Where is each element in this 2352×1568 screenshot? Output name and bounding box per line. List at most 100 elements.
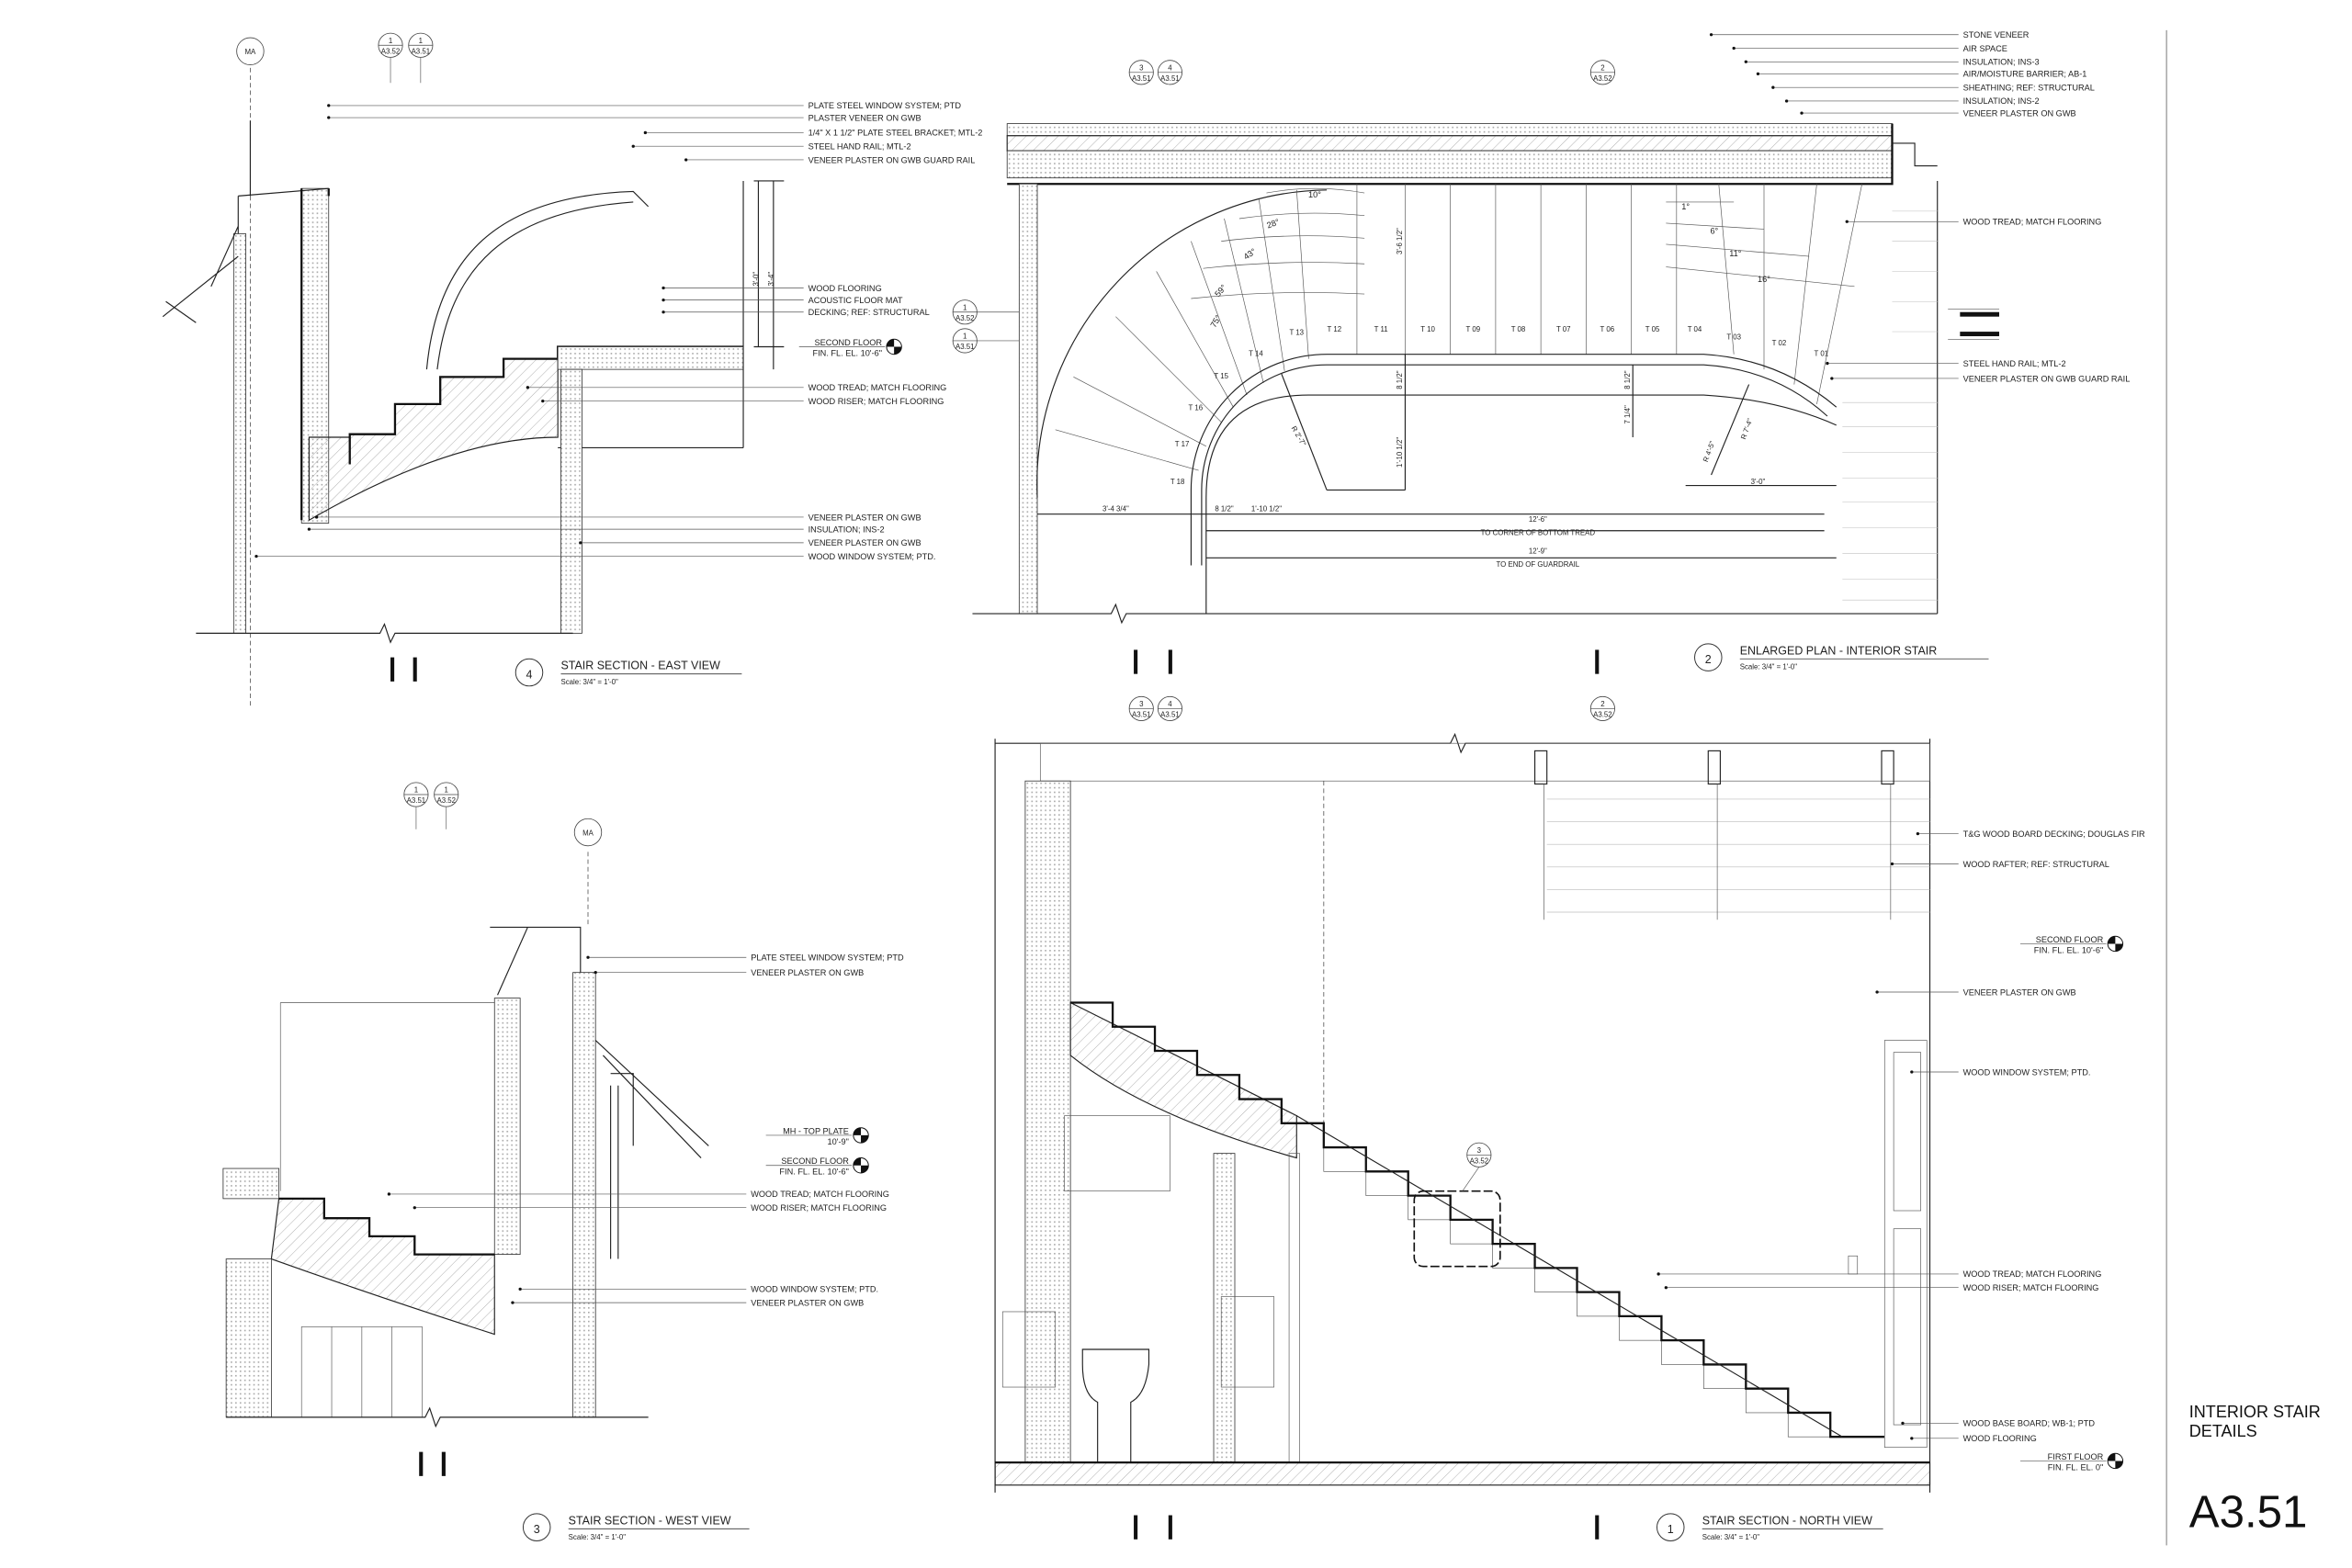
- detail-title-text: STAIR SECTION - EAST VIEW: [560, 660, 720, 672]
- ref-number: 3: [1139, 63, 1144, 72]
- dimension: 12'-9": [1529, 547, 1547, 555]
- ref-number: 4: [1168, 700, 1172, 708]
- section-reference-tag[interactable]: 1A3.51: [952, 328, 978, 354]
- ref-number: 1: [445, 786, 448, 795]
- ref-number: 3: [1139, 700, 1144, 708]
- ref-sheet: A3.51: [1160, 710, 1180, 718]
- dimension: 3'-0": [1751, 478, 1766, 486]
- section-reference-tag[interactable]: 1A3.52: [378, 32, 403, 58]
- callout-note: WOOD RISER; MATCH FLOORING: [808, 397, 944, 406]
- detail-3-west-view: [222, 852, 709, 1476]
- ref-number: 2: [1600, 700, 1604, 708]
- section-reference-tag[interactable]: 4A3.51: [1157, 695, 1182, 721]
- section-reference-tag[interactable]: 3A3.51: [1128, 60, 1154, 85]
- callout-note: INSULATION; INS-2: [808, 525, 885, 534]
- angle-dimension: 28°: [1265, 217, 1281, 230]
- tread-label: T 02: [1772, 339, 1787, 347]
- ref-sheet: A3.51: [956, 343, 975, 351]
- ref-sheet: A3.51: [1132, 74, 1151, 83]
- detail-scale: Scale: 3/4" = 1'-0": [1740, 663, 1798, 671]
- callout-note: VENEER PLASTER ON GWB: [808, 513, 922, 522]
- elevation-name: FIRST FLOOR: [2048, 1452, 2104, 1461]
- section-reference-tag[interactable]: 1A3.52: [434, 782, 459, 807]
- tread-label: T 15: [1214, 372, 1228, 380]
- elevation-value: FIN. FL. EL. 10'-6": [779, 1168, 848, 1177]
- dimension: R 7'-4": [1739, 417, 1755, 440]
- detail-scale: Scale: 3/4" = 1'-0": [560, 678, 618, 686]
- detail-title-text: STAIR SECTION - NORTH VIEW: [1702, 1514, 1872, 1527]
- callout-note: T&G WOOD BOARD DECKING; DOUGLAS FIR: [1963, 829, 2145, 839]
- dimension: TO CORNER OF BOTTOM TREAD: [1481, 529, 1596, 537]
- section-reference-tag[interactable]: 3A3.51: [1128, 695, 1154, 721]
- dimension: R 2'-7": [1290, 424, 1308, 447]
- callout-note: WOOD BASE BOARD; WB-1; PTD: [1963, 1419, 2096, 1428]
- section-reference-tag[interactable]: 2A3.52: [1589, 60, 1615, 85]
- dimension: 12'-6": [1529, 515, 1547, 524]
- ref-number: 1: [963, 303, 967, 311]
- detail-title-text: STAIR SECTION - WEST VIEW: [569, 1514, 731, 1527]
- elevation-value: FIN. FL. EL. 0": [2048, 1462, 2103, 1472]
- detail-scale: Scale: 3/4" = 1'-0": [1702, 1533, 1760, 1541]
- tread-label: T 01: [1815, 349, 1829, 357]
- ref-number: 2: [1600, 63, 1604, 72]
- callout-note: VENEER PLASTER ON GWB: [808, 538, 922, 547]
- callout-note: STEEL HAND RAIL; MTL-2: [808, 141, 911, 151]
- callout-note: SHEATHING; REF: STRUCTURAL: [1963, 83, 2095, 92]
- ref-sheet: A3.51: [407, 796, 426, 805]
- callout-note: PLATE STEEL WINDOW SYSTEM; PTD: [808, 101, 962, 110]
- callout-note: WOOD TREAD; MATCH FLOORING: [751, 1190, 889, 1199]
- callout-note: INSULATION; INS-2: [1963, 96, 2040, 106]
- callout-note: STONE VENEER: [1963, 30, 2030, 39]
- dimension: 1'-10 1/2": [1396, 437, 1404, 468]
- angle-dimension: 43°: [1242, 246, 1258, 261]
- angle-dimension: 75°: [1209, 313, 1224, 329]
- angle-dimension: 6°: [1710, 226, 1718, 235]
- elevation-value: 10'-9": [827, 1137, 848, 1146]
- detail-title: 2 ENLARGED PLAN - INTERIOR STAIR Scale: 3/…: [1694, 643, 1989, 671]
- dimension: 1'-10 1/2": [1251, 504, 1282, 513]
- detail-reference-tag[interactable]: 3A3.52: [1466, 1142, 1492, 1168]
- callout-note: WOOD TREAD; MATCH FLOORING: [808, 383, 947, 392]
- dimension: 8 1/2": [1396, 370, 1404, 389]
- callout-note: WOOD FLOORING: [808, 284, 882, 293]
- ref-sheet: A3.52: [436, 796, 456, 805]
- callout-note: ACOUSTIC FLOOR MAT: [808, 296, 903, 305]
- callout-note: PLASTER VENEER ON GWB: [808, 113, 922, 122]
- elevation-name: SECOND FLOOR: [814, 338, 882, 347]
- section-reference-tag[interactable]: 4A3.51: [1157, 60, 1182, 85]
- dimension: 3'-4": [767, 272, 775, 287]
- detail-number: 4: [526, 669, 533, 682]
- tread-label: T 03: [1726, 333, 1741, 341]
- callout-note: PLATE STEEL WINDOW SYSTEM; PTD: [751, 953, 904, 963]
- detail-number: 3: [534, 1523, 540, 1536]
- tread-label: T 06: [1600, 325, 1615, 333]
- elevation-name: MH - TOP PLATE: [783, 1126, 849, 1135]
- callout-note: VENEER PLASTER ON GWB: [1963, 987, 2076, 997]
- ref-sheet: A3.52: [1593, 710, 1612, 718]
- callout-note: VENEER PLASTER ON GWB: [751, 1298, 864, 1307]
- callout-note: 1/4" X 1 1/2" PLATE STEEL BRACKET; MTL-2: [808, 129, 983, 138]
- detail-title-text: ENLARGED PLAN - INTERIOR STAIR: [1740, 644, 1938, 657]
- detail-callout-box: [1413, 1190, 1501, 1268]
- tread-label: T 09: [1465, 325, 1480, 333]
- elevation-marker-icon: [853, 1127, 869, 1144]
- callout-note: AIR SPACE: [1963, 44, 2007, 53]
- elevation-name: SECOND FLOOR: [781, 1156, 849, 1166]
- tread-label: T 17: [1175, 440, 1190, 448]
- angle-dimension: 11°: [1729, 249, 1742, 258]
- section-reference-tag[interactable]: 1A3.51: [408, 32, 434, 58]
- angle-dimension: 16°: [1758, 275, 1770, 284]
- dimension: 8 1/2": [1215, 504, 1233, 513]
- section-reference-tag[interactable]: 1A3.51: [403, 782, 429, 807]
- section-reference-tag[interactable]: 2A3.52: [1589, 695, 1615, 721]
- section-reference-tag[interactable]: 1A3.52: [952, 299, 978, 325]
- ref-number: 1: [963, 332, 967, 340]
- detail-number: 2: [1705, 653, 1712, 666]
- callout-note: VENEER PLASTER ON GWB: [1963, 108, 2076, 118]
- elevation-marker-icon: [886, 338, 902, 355]
- dimension: 8 1/2": [1623, 370, 1632, 389]
- ref-number: 4: [1168, 63, 1172, 72]
